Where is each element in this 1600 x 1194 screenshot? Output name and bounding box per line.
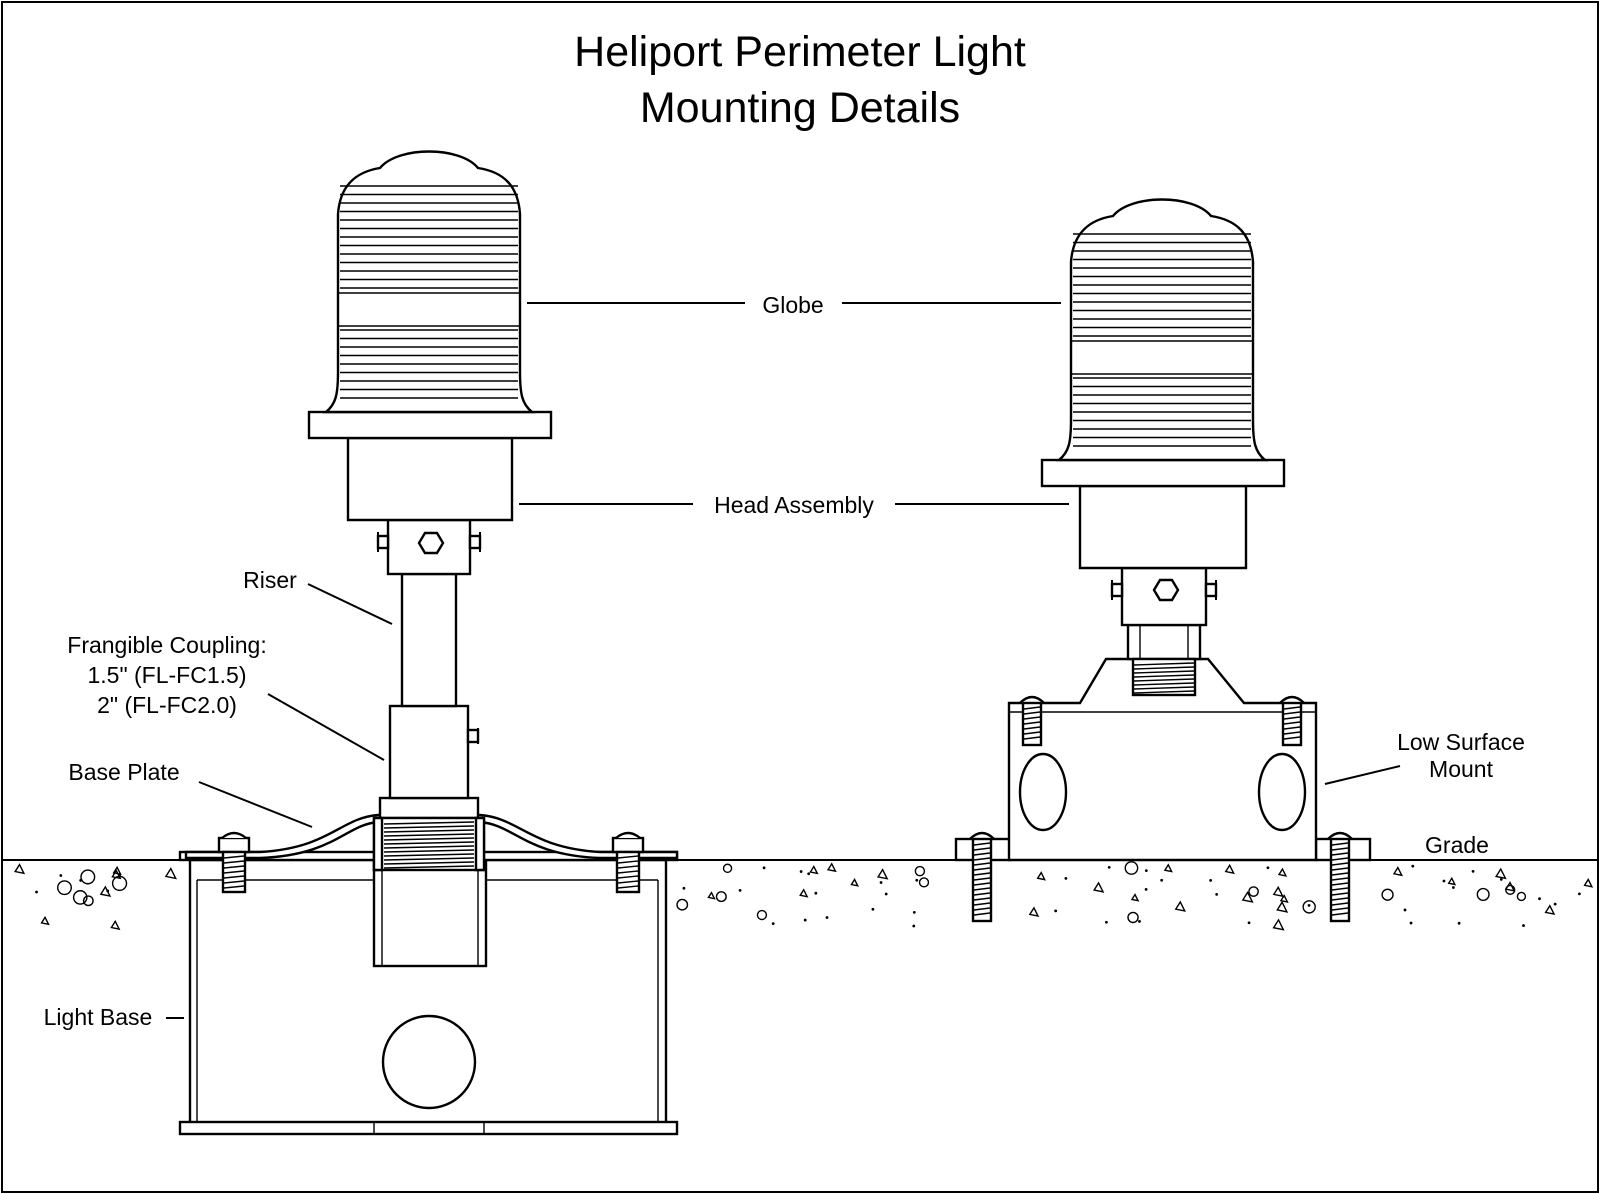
head-assembly-body bbox=[346, 436, 514, 522]
title-line-1: Heliport Perimeter Light bbox=[574, 28, 1026, 76]
title-line-2: Mounting Details bbox=[640, 84, 960, 132]
globe-right-ribs bbox=[1071, 233, 1253, 447]
globe-flange-right bbox=[1040, 458, 1286, 488]
label-riser: Riser bbox=[243, 567, 297, 593]
label-low-surface-2: Mount bbox=[1429, 756, 1494, 782]
mount-screw-right bbox=[1279, 695, 1305, 747]
label-head-assembly: Head Assembly bbox=[714, 492, 874, 518]
anchor-bolt-right bbox=[1327, 831, 1353, 923]
base-bolt-left bbox=[217, 831, 251, 894]
label-globe: Globe bbox=[762, 292, 823, 318]
anchor-bolt-left bbox=[969, 831, 995, 923]
label-grade: Grade bbox=[1425, 832, 1489, 858]
light-base-assembly bbox=[178, 150, 679, 1136]
base-plate bbox=[184, 813, 679, 860]
ground-texture bbox=[14, 861, 1594, 931]
frangible-coupling bbox=[388, 704, 470, 800]
label-base-plate: Base Plate bbox=[68, 759, 179, 785]
hex-nut-right-icon bbox=[1152, 578, 1180, 602]
coupling-set-screw bbox=[466, 728, 480, 744]
mount-port-left bbox=[1018, 752, 1068, 832]
conduit-hole bbox=[381, 1014, 477, 1110]
riser-pipe bbox=[400, 572, 458, 708]
label-low-surface-1: Low Surface bbox=[1397, 729, 1525, 755]
hex-nut-icon bbox=[417, 531, 445, 555]
base-bolt-right bbox=[611, 831, 645, 894]
globe-left-ribs bbox=[338, 185, 520, 399]
label-frangible-1: Frangible Coupling: bbox=[67, 632, 266, 658]
coupling-collar bbox=[378, 796, 480, 820]
mount-screw-left bbox=[1019, 695, 1045, 747]
label-light-base: Light Base bbox=[44, 1004, 153, 1030]
conduit-sleeve bbox=[372, 858, 488, 968]
low-surface-mount-assembly bbox=[954, 198, 1372, 923]
label-frangible-2: 1.5" (FL-FC1.5) bbox=[88, 662, 247, 688]
mount-port-right bbox=[1257, 752, 1307, 832]
head-assembly-body-right bbox=[1078, 484, 1248, 570]
leader-lines bbox=[166, 302, 1401, 1019]
label-frangible-3: 2" (FL-FC2.0) bbox=[97, 692, 237, 718]
globe-flange bbox=[307, 410, 553, 440]
stub-collar bbox=[1126, 623, 1202, 661]
light-base-flange bbox=[178, 1120, 679, 1136]
